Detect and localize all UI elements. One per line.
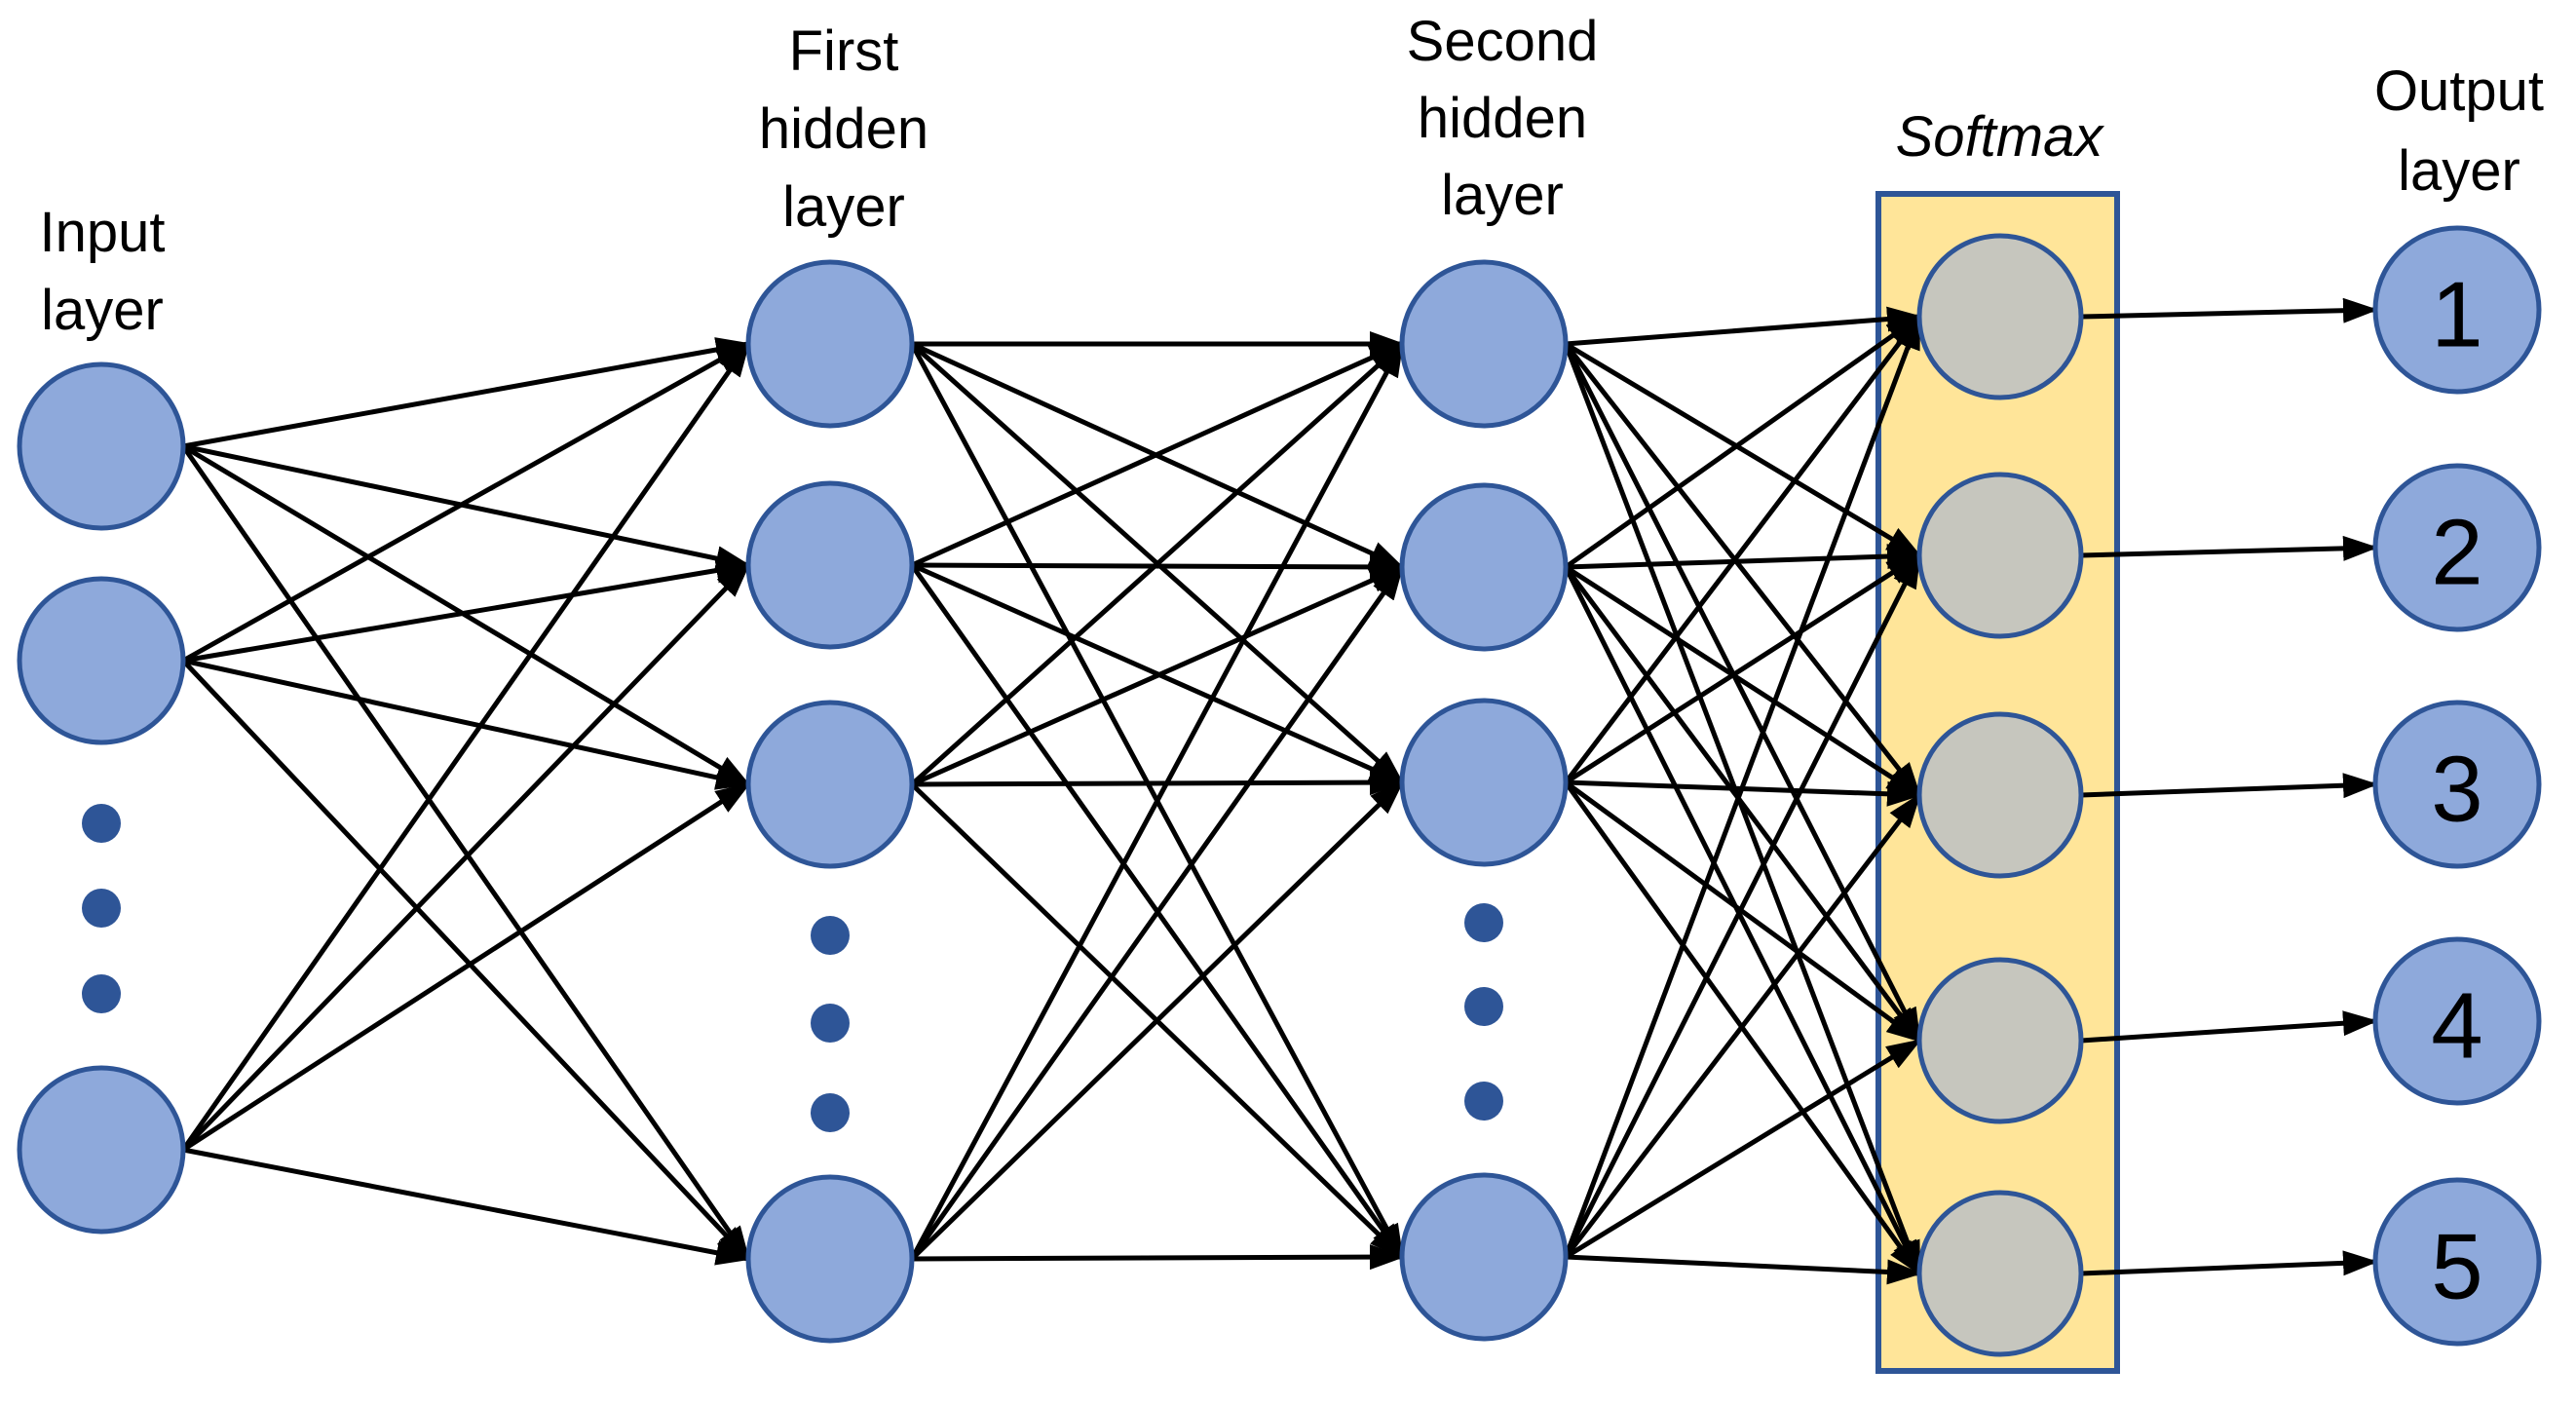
hidden1-ellipsis-dot-1 <box>811 916 850 955</box>
input-ellipsis-dot-1 <box>82 804 121 843</box>
edge-input-2-to-hidden1-3 <box>182 658 751 790</box>
edge-hidden2-1-to-softmax-1 <box>1565 306 1922 347</box>
edge-hidden2-2-to-softmax-5 <box>1563 565 1922 1276</box>
output-node-4 <box>2372 936 2542 1106</box>
edge-softmax-2-to-output-2 <box>2080 535 2378 561</box>
edge-hidden1-2-to-hidden2-1 <box>910 341 1405 568</box>
output-node-number-2: 2 <box>2431 501 2482 605</box>
edge-hidden1-4-to-hidden2-2 <box>909 564 1405 1261</box>
output-layer-label-line-1: Output <box>2374 59 2544 123</box>
input-node-3 <box>17 1065 186 1235</box>
edge-hidden1-4-to-hidden2-4 <box>911 1244 1405 1271</box>
input-node-1 <box>17 361 186 531</box>
edge-hidden1-3-to-hidden2-3 <box>911 770 1405 796</box>
edge-softmax-1-to-output-1 <box>2080 297 2378 323</box>
edge-input-3-to-hidden1-1 <box>180 341 751 1152</box>
hidden2-node-1 <box>1399 259 1569 429</box>
softmax-label-line-1: Softmax <box>1896 105 2105 169</box>
edge-input-2-to-hidden1-4 <box>181 659 751 1262</box>
hidden2-node-4 <box>1399 1172 1569 1342</box>
edge-input-3-to-hidden1-2 <box>181 562 751 1152</box>
edge-softmax-3-to-output-3 <box>2080 773 2378 799</box>
edge-softmax-5-to-output-5 <box>2080 1250 2378 1276</box>
edge-hidden1-3-to-hidden2-1 <box>910 341 1405 786</box>
output-node-1 <box>2372 225 2542 395</box>
edge-hidden2-2-to-softmax-2 <box>1565 544 1922 570</box>
edge-input-3-to-hidden1-4 <box>182 1147 751 1266</box>
softmax-node-4 <box>1916 957 2084 1124</box>
first-hidden-layer-label: First hidden layer <box>759 19 928 239</box>
hidden1-ellipsis-dot-2 <box>811 1004 850 1043</box>
edge-hidden2-3-to-softmax-1 <box>1564 314 1921 784</box>
edge-input-1-to-hidden1-2 <box>182 443 751 571</box>
input-ellipsis-dot-2 <box>82 889 121 928</box>
output-node-number-5: 5 <box>2431 1215 2482 1319</box>
nodes-group <box>17 225 2542 1357</box>
hidden2-node-2 <box>1399 482 1569 652</box>
output-layer-label: Output layer <box>2374 59 2544 203</box>
second-hidden-layer-label-line-3: layer <box>1441 164 1564 227</box>
hidden1-ellipsis-dot-3 <box>811 1093 850 1132</box>
output-node-3 <box>2372 700 2542 869</box>
hidden2-ellipsis-dot-3 <box>1464 1082 1503 1121</box>
input-layer-label-line-1: Input <box>40 201 166 264</box>
input-layer-label-line-2: layer <box>41 279 164 342</box>
edge-hidden2-4-to-softmax-1 <box>1563 314 1922 1258</box>
edge-softmax-4-to-output-4 <box>2080 1010 2378 1044</box>
second-hidden-layer-label-line-1: Second <box>1407 10 1599 73</box>
input-layer-label: Input layer <box>40 201 166 342</box>
edge-input-1-to-hidden1-1 <box>182 337 751 449</box>
softmax-node-2 <box>1916 472 2084 639</box>
input-ellipsis-dot-3 <box>82 974 121 1013</box>
edge-hidden2-4-to-softmax-5 <box>1565 1254 1922 1285</box>
first-hidden-layer-label-line-1: First <box>789 19 899 83</box>
edges-group <box>180 297 2378 1285</box>
edge-input-1-to-hidden1-4 <box>180 444 751 1262</box>
softmax-label: Softmax <box>1896 105 2105 169</box>
input-node-2 <box>17 576 186 745</box>
first-hidden-layer-label-line-2: hidden <box>759 97 928 161</box>
edge-hidden1-4-to-hidden2-1 <box>909 341 1405 1261</box>
edge-input-2-to-hidden1-2 <box>182 557 751 664</box>
first-hidden-layer-label-line-3: layer <box>782 175 905 239</box>
edge-hidden1-4-to-hidden2-3 <box>910 779 1405 1261</box>
edge-hidden2-1-to-softmax-5 <box>1563 343 1922 1276</box>
hidden1-node-4 <box>745 1174 915 1344</box>
output-node-number-1: 1 <box>2431 263 2482 367</box>
edge-hidden2-4-to-softmax-3 <box>1564 792 1921 1259</box>
output-node-number-4: 4 <box>2431 974 2482 1079</box>
edge-hidden1-3-to-hidden2-2 <box>910 564 1405 787</box>
hidden1-node-3 <box>745 700 915 869</box>
edge-hidden2-1-to-softmax-3 <box>1564 342 1921 798</box>
softmax-node-5 <box>1916 1190 2084 1357</box>
output-node-5 <box>2372 1177 2542 1347</box>
edge-input-3-to-hidden1-3 <box>181 781 751 1153</box>
hidden1-node-1 <box>745 259 915 429</box>
edge-hidden2-1-to-softmax-4 <box>1563 342 1922 1044</box>
hidden2-ellipsis-dot-1 <box>1464 903 1503 942</box>
second-hidden-layer-label: Second hidden layer <box>1407 10 1599 227</box>
edge-hidden2-2-to-softmax-3 <box>1564 564 1922 798</box>
edge-hidden2-4-to-softmax-4 <box>1564 1038 1922 1260</box>
edge-hidden2-1-to-softmax-2 <box>1564 341 1922 558</box>
labels-group: 1 2 3 4 5 Input layer First hidden layer Second hid… <box>40 10 2545 1319</box>
edge-input-2-to-hidden1-1 <box>181 341 751 664</box>
softmax-node-3 <box>1916 711 2084 879</box>
hidden2-ellipsis-dot-2 <box>1464 987 1503 1026</box>
edge-hidden2-2-to-softmax-4 <box>1563 565 1922 1044</box>
hidden1-node-2 <box>745 480 915 650</box>
edge-hidden2-3-to-softmax-2 <box>1564 552 1922 785</box>
softmax-node-1 <box>1916 233 2084 400</box>
hidden2-node-3 <box>1399 698 1569 867</box>
output-layer-label-line-2: layer <box>2398 139 2520 203</box>
edge-hidden2-2-to-softmax-1 <box>1564 314 1922 570</box>
output-node-number-3: 3 <box>2431 738 2482 842</box>
output-node-2 <box>2372 463 2542 632</box>
second-hidden-layer-label-line-2: hidden <box>1418 87 1587 150</box>
edge-hidden2-4-to-softmax-2 <box>1563 552 1922 1259</box>
